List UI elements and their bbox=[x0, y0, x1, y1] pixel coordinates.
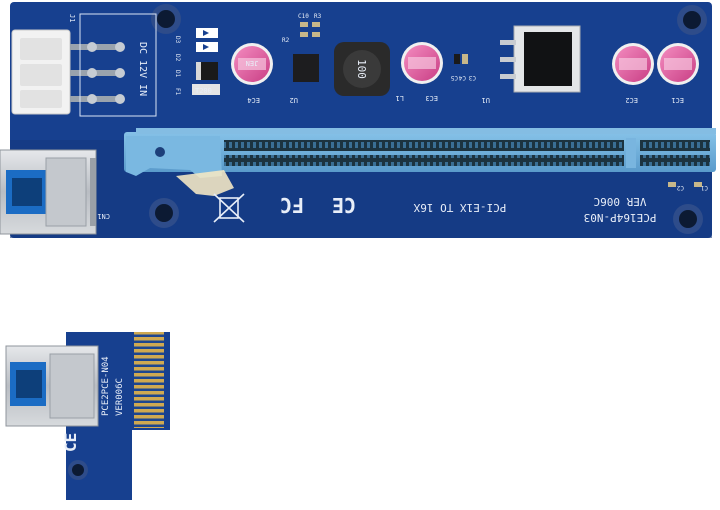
capacitor: JEN bbox=[231, 43, 273, 85]
ref-c10: C10 bbox=[298, 13, 309, 20]
mounting-hole bbox=[149, 198, 179, 228]
smd-part bbox=[694, 182, 702, 187]
ref-u2: U2 bbox=[290, 96, 298, 104]
main-riser-board: J1 DC 12V IN T200 D3 D2 D1 F1 JEN EC4 C1… bbox=[0, 2, 716, 238]
capacitor-label: JEN bbox=[246, 59, 259, 67]
ref-c3: C3 bbox=[468, 74, 476, 81]
diode bbox=[196, 42, 218, 52]
smd-part bbox=[300, 22, 308, 27]
smd-part bbox=[300, 32, 308, 37]
ref-r3: R3 bbox=[314, 13, 322, 20]
pcie-x16-slot bbox=[124, 128, 716, 178]
ref-ec1: EC1 bbox=[671, 96, 684, 104]
ce-mark: CE bbox=[332, 193, 356, 217]
smd-part bbox=[454, 54, 460, 64]
smd-part bbox=[668, 182, 676, 187]
version-label: VER 006C bbox=[594, 195, 647, 208]
fuse-label: T200 bbox=[195, 87, 212, 95]
ref-u1: U1 bbox=[482, 96, 490, 104]
ic-chip bbox=[293, 54, 319, 82]
ref-c2: C2 bbox=[676, 184, 684, 191]
ref-ec3: EC3 bbox=[425, 94, 438, 102]
slot-label: PCI-E1X TO 16X bbox=[413, 201, 506, 214]
capacitor bbox=[657, 43, 699, 85]
power-label: DC 12V IN bbox=[137, 42, 148, 96]
usb-port bbox=[5, 345, 99, 427]
ref-j1: J1 bbox=[68, 14, 76, 22]
inductor-label: 100 bbox=[355, 59, 368, 79]
smd-part bbox=[312, 22, 320, 27]
fc-mark: FC bbox=[280, 193, 304, 217]
ref-c1: C1 bbox=[700, 184, 708, 191]
diode bbox=[196, 28, 218, 38]
small-model-label: PCE2PCE-N04 bbox=[101, 356, 111, 416]
voltage-regulator bbox=[500, 25, 581, 93]
mounting-hole bbox=[151, 4, 181, 34]
capacitor bbox=[401, 42, 443, 84]
smd-part bbox=[462, 54, 468, 64]
ref-c4: C4 bbox=[458, 74, 466, 81]
power-connector-outline bbox=[79, 13, 157, 117]
diode bbox=[196, 62, 218, 80]
mounting-hole bbox=[673, 204, 703, 234]
small-version-label: VER006C bbox=[115, 378, 125, 416]
ref-c5: C5 bbox=[450, 74, 458, 81]
ref-ec2: EC2 bbox=[625, 96, 638, 104]
pcie-x1-adapter-board: CE PCE2PCE-N04 VER006C bbox=[5, 332, 170, 500]
fuse bbox=[192, 84, 220, 95]
pcie-x1-gold-fingers bbox=[134, 332, 164, 428]
capacitor bbox=[612, 43, 654, 85]
mounting-hole bbox=[677, 5, 707, 35]
ref-cn1: CN1 bbox=[97, 212, 110, 220]
retention-clip bbox=[176, 170, 234, 196]
ref-d1: D1 bbox=[174, 70, 181, 78]
inductor: 100 bbox=[334, 42, 390, 96]
small-ce-mark: CE bbox=[61, 433, 80, 452]
ref-f1: F1 bbox=[174, 88, 181, 96]
ref-l1: L1 bbox=[396, 94, 404, 102]
weee-bin-icon bbox=[213, 193, 245, 223]
diode-band bbox=[196, 62, 201, 80]
power-connector bbox=[11, 29, 125, 115]
ref-r2: R2 bbox=[282, 37, 290, 44]
ref-ec4: EC4 bbox=[247, 96, 260, 104]
ref-d3: D3 bbox=[174, 36, 181, 44]
mounting-hole bbox=[68, 460, 88, 480]
model-label: PCE164P-N03 bbox=[584, 211, 657, 224]
smd-part bbox=[312, 32, 320, 37]
ref-d2: D2 bbox=[174, 54, 181, 62]
usb-port bbox=[0, 149, 97, 235]
